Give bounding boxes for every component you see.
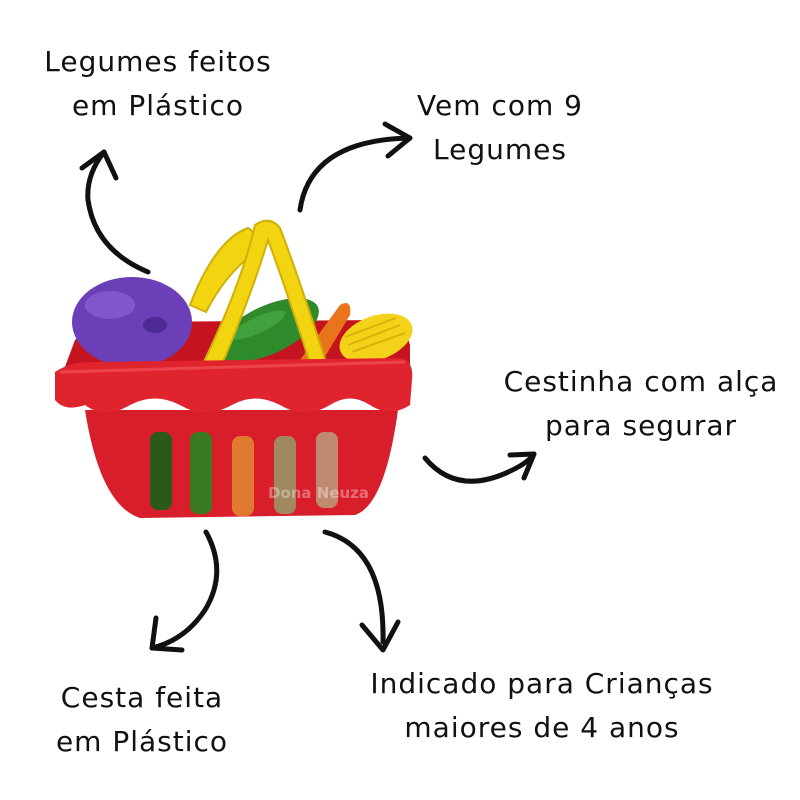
label-line: Indicado para Crianças [370, 667, 714, 700]
label-line: para segurar [544, 409, 738, 442]
arrow-icon [322, 529, 401, 653]
label-line: Legumes feitos [44, 45, 272, 78]
arrow-icon [149, 529, 220, 653]
arrow-icon [79, 149, 151, 275]
label-line: em Plástico [71, 89, 245, 122]
label-line: Cesta feita [60, 681, 224, 714]
svg-text:Dona Neuza: Dona Neuza [268, 484, 369, 502]
basket-body [55, 358, 413, 518]
label-line: Cestinha com alça [503, 365, 779, 398]
label-line: Vem com 9 [417, 89, 583, 122]
label-cesta-plastico: Cesta feita em Plástico [42, 676, 242, 764]
watermark: Dona Neuza [268, 484, 369, 502]
arrow-icon [422, 451, 537, 484]
label-line: maiores de 4 anos [404, 711, 680, 744]
label-indicado-criancas: Indicado para Crianças maiores de 4 anos [352, 662, 732, 750]
arrow-icon [297, 121, 413, 213]
label-line: em Plástico [55, 725, 229, 758]
label-cestinha-alca: Cestinha com alça para segurar [496, 360, 786, 448]
basket-handles [188, 219, 332, 390]
label-legumes-plastico: Legumes feitos em Plástico [38, 40, 278, 128]
eggplant [72, 277, 192, 367]
label-line: Legumes [433, 133, 567, 166]
label-vem-com-9: Vem com 9 Legumes [410, 84, 590, 172]
